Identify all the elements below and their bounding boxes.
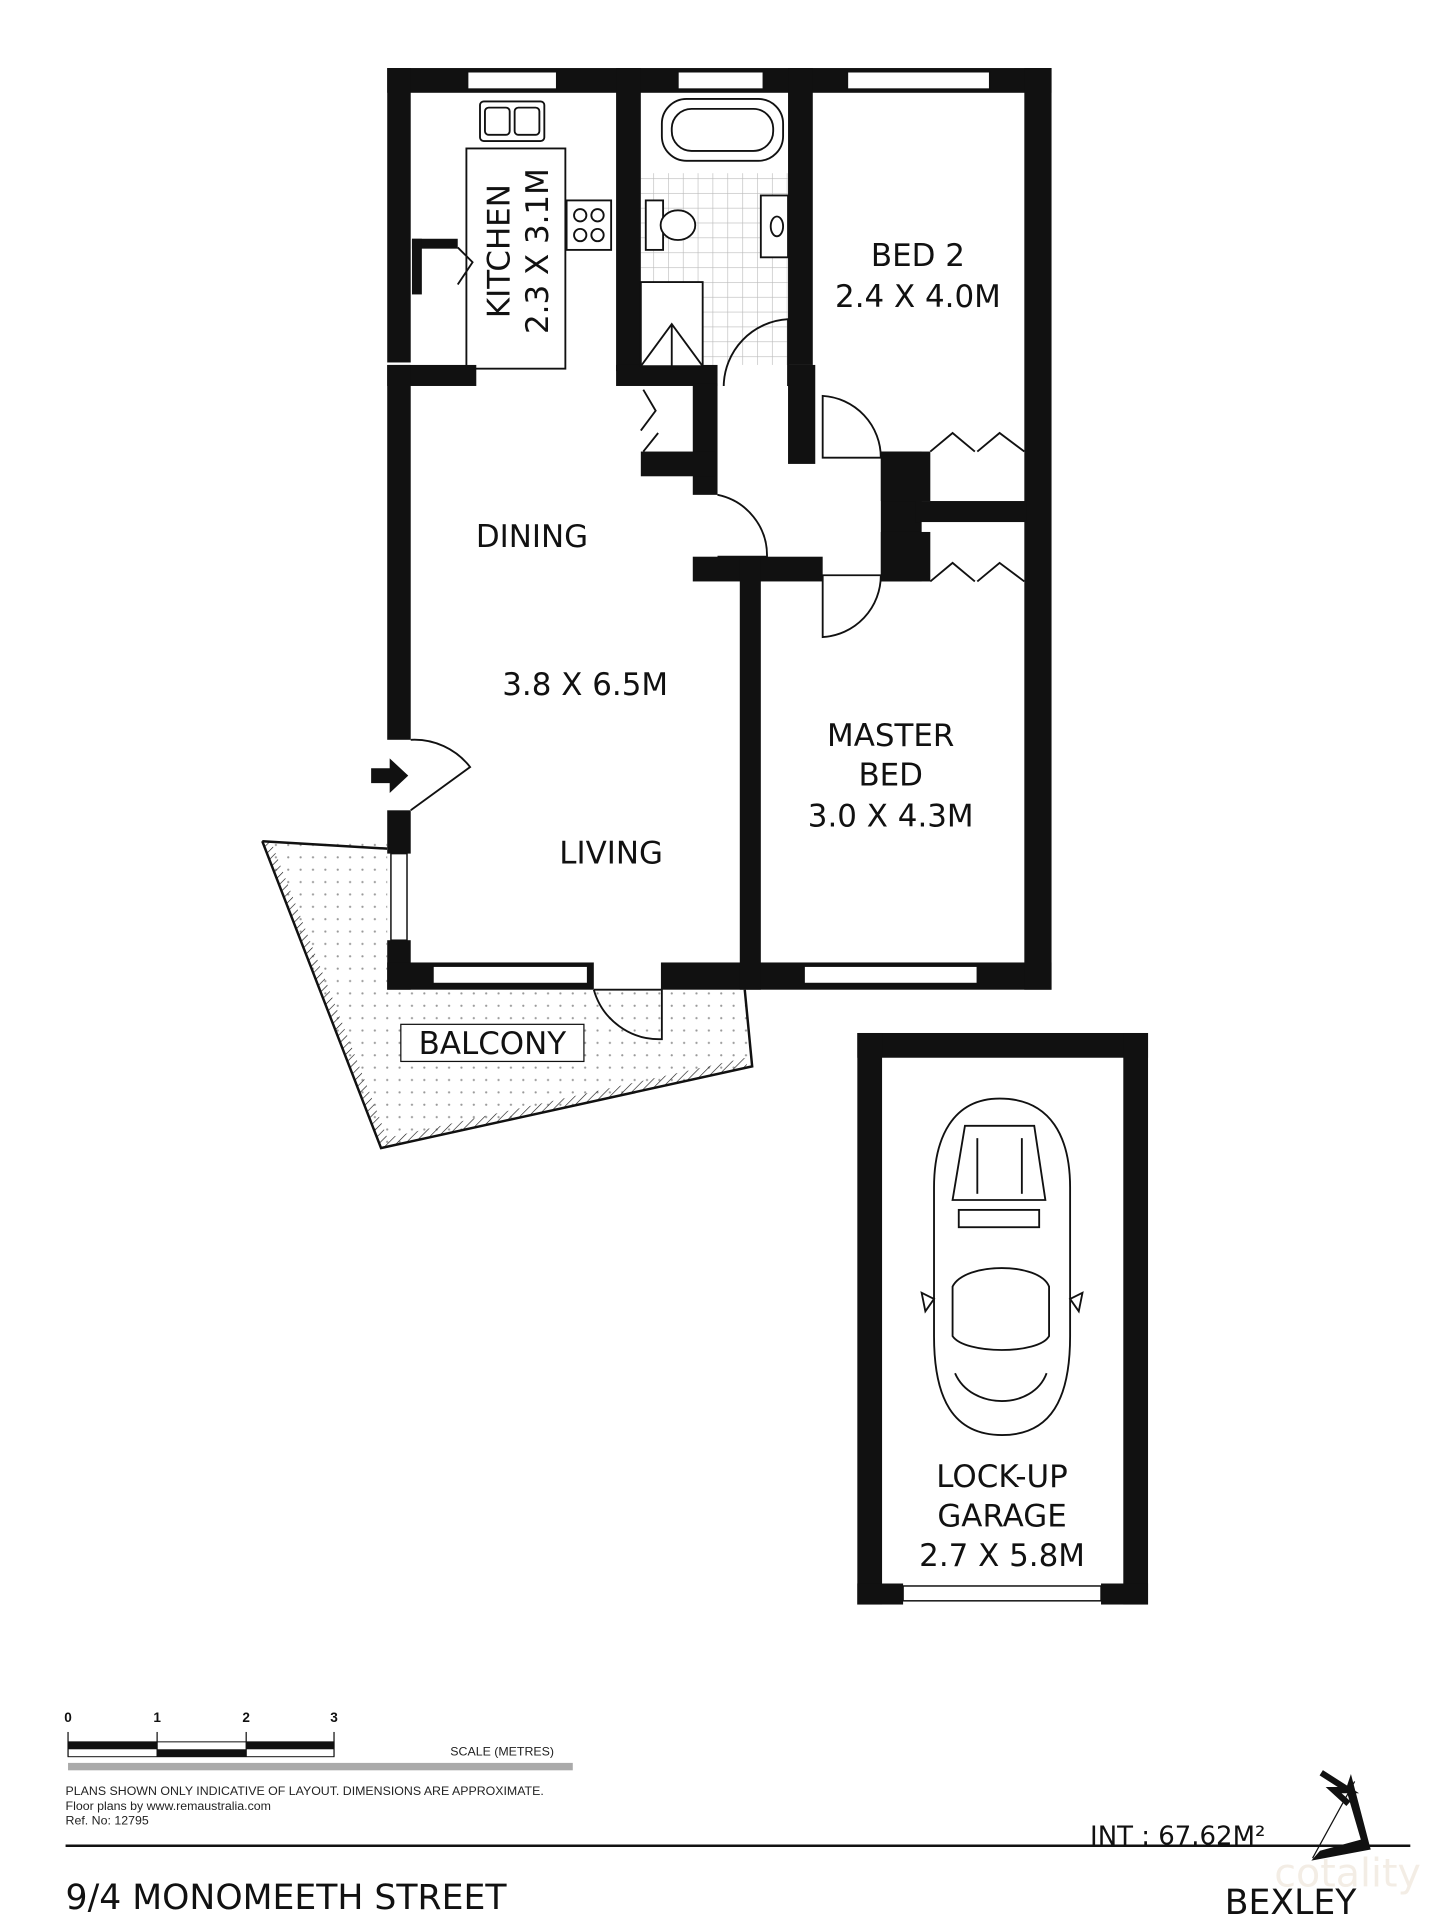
master-label-2: BED <box>858 758 923 794</box>
watermark: cotality <box>1274 1851 1421 1897</box>
scale-tick-3: 3 <box>330 1710 338 1725</box>
garage-dims: 2.7 X 5.8M <box>919 1538 1085 1574</box>
garage-label-2: GARAGE <box>937 1499 1066 1535</box>
bed2-label: BED 2 <box>871 238 965 274</box>
address: 9/4 MONOMEETH STREET <box>66 1878 508 1918</box>
ref-number: Ref. No: 12795 <box>66 1814 149 1828</box>
kitchen-fixtures <box>465 100 613 370</box>
car-icon <box>920 1097 1084 1436</box>
scale-tick-1: 1 <box>153 1710 161 1725</box>
kitchen-dims: 2.3 X 3.1M <box>520 168 556 334</box>
balcony <box>261 840 754 1150</box>
scale-tick-0: 0 <box>64 1710 72 1725</box>
bed2-dims: 2.4 X 4.0M <box>835 279 1001 315</box>
balcony-label: BALCONY <box>419 1026 567 1062</box>
scale-tick-2: 2 <box>242 1710 250 1725</box>
suburb: BEXLEY <box>1225 1883 1358 1920</box>
walls <box>387 68 1052 990</box>
disclaimer: PLANS SHOWN ONLY INDICATIVE OF LAYOUT. D… <box>66 1784 544 1798</box>
dining-label: DINING <box>476 519 588 555</box>
scale-label: SCALE (METRES) <box>450 1744 554 1758</box>
garage-label-1: LOCK-UP <box>936 1459 1067 1495</box>
north-arrow-icon <box>1311 1770 1371 1861</box>
master-dims: 3.0 X 4.3M <box>808 798 974 834</box>
master-label-1: MASTER <box>827 718 954 754</box>
living-label: LIVING <box>559 836 663 872</box>
internal-area: INT : 67.62M² <box>1090 1822 1265 1852</box>
credit: Floor plans by www.remaustralia.com <box>66 1799 271 1813</box>
garage <box>857 1032 1149 1605</box>
doors <box>410 246 1025 1041</box>
scale-bar: 0 1 2 3 SCALE (METRES) <box>64 1710 573 1771</box>
entry-arrow-icon <box>371 758 409 793</box>
kitchen-label: KITCHEN <box>482 184 518 318</box>
windows <box>390 71 991 985</box>
living-dims: 3.8 X 6.5M <box>502 667 668 703</box>
bathroom-fixtures <box>639 98 789 368</box>
